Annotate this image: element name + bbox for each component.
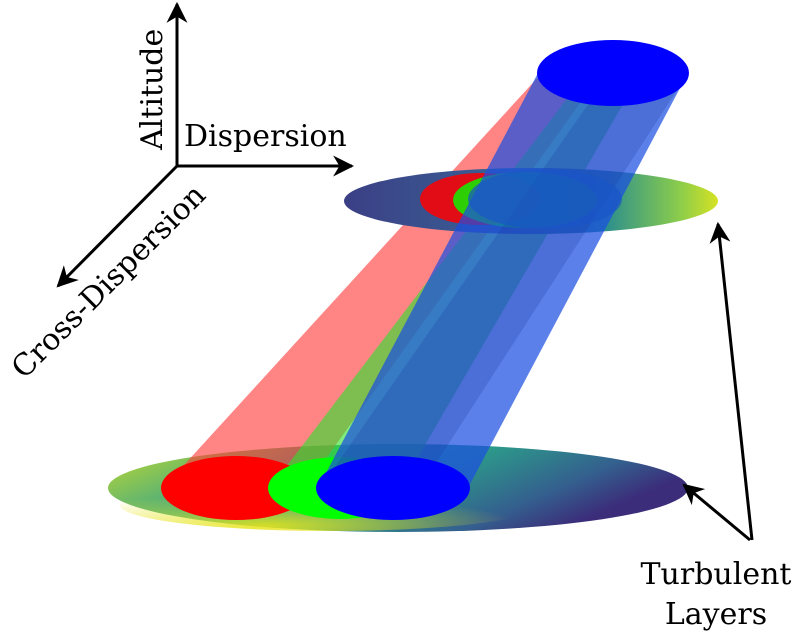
upper-layer-pointer: [709, 221, 754, 541]
cross-dispersion-label: Cross-Dispersion: [5, 178, 213, 386]
cross-dispersion-axis: [56, 164, 179, 288]
altitude-label: Altitude: [135, 29, 170, 151]
bottom-layer-pointer: [682, 483, 751, 542]
turbulent-label: Turbulent: [641, 557, 792, 592]
red-spot-bottom: [161, 456, 311, 520]
blue-spot-upper: [468, 169, 622, 229]
blue-spot-bottom: [316, 456, 470, 520]
blue-spot-top: [537, 40, 689, 106]
layers-label: Layers: [665, 597, 767, 632]
dispersion-label: Dispersion: [184, 119, 347, 154]
